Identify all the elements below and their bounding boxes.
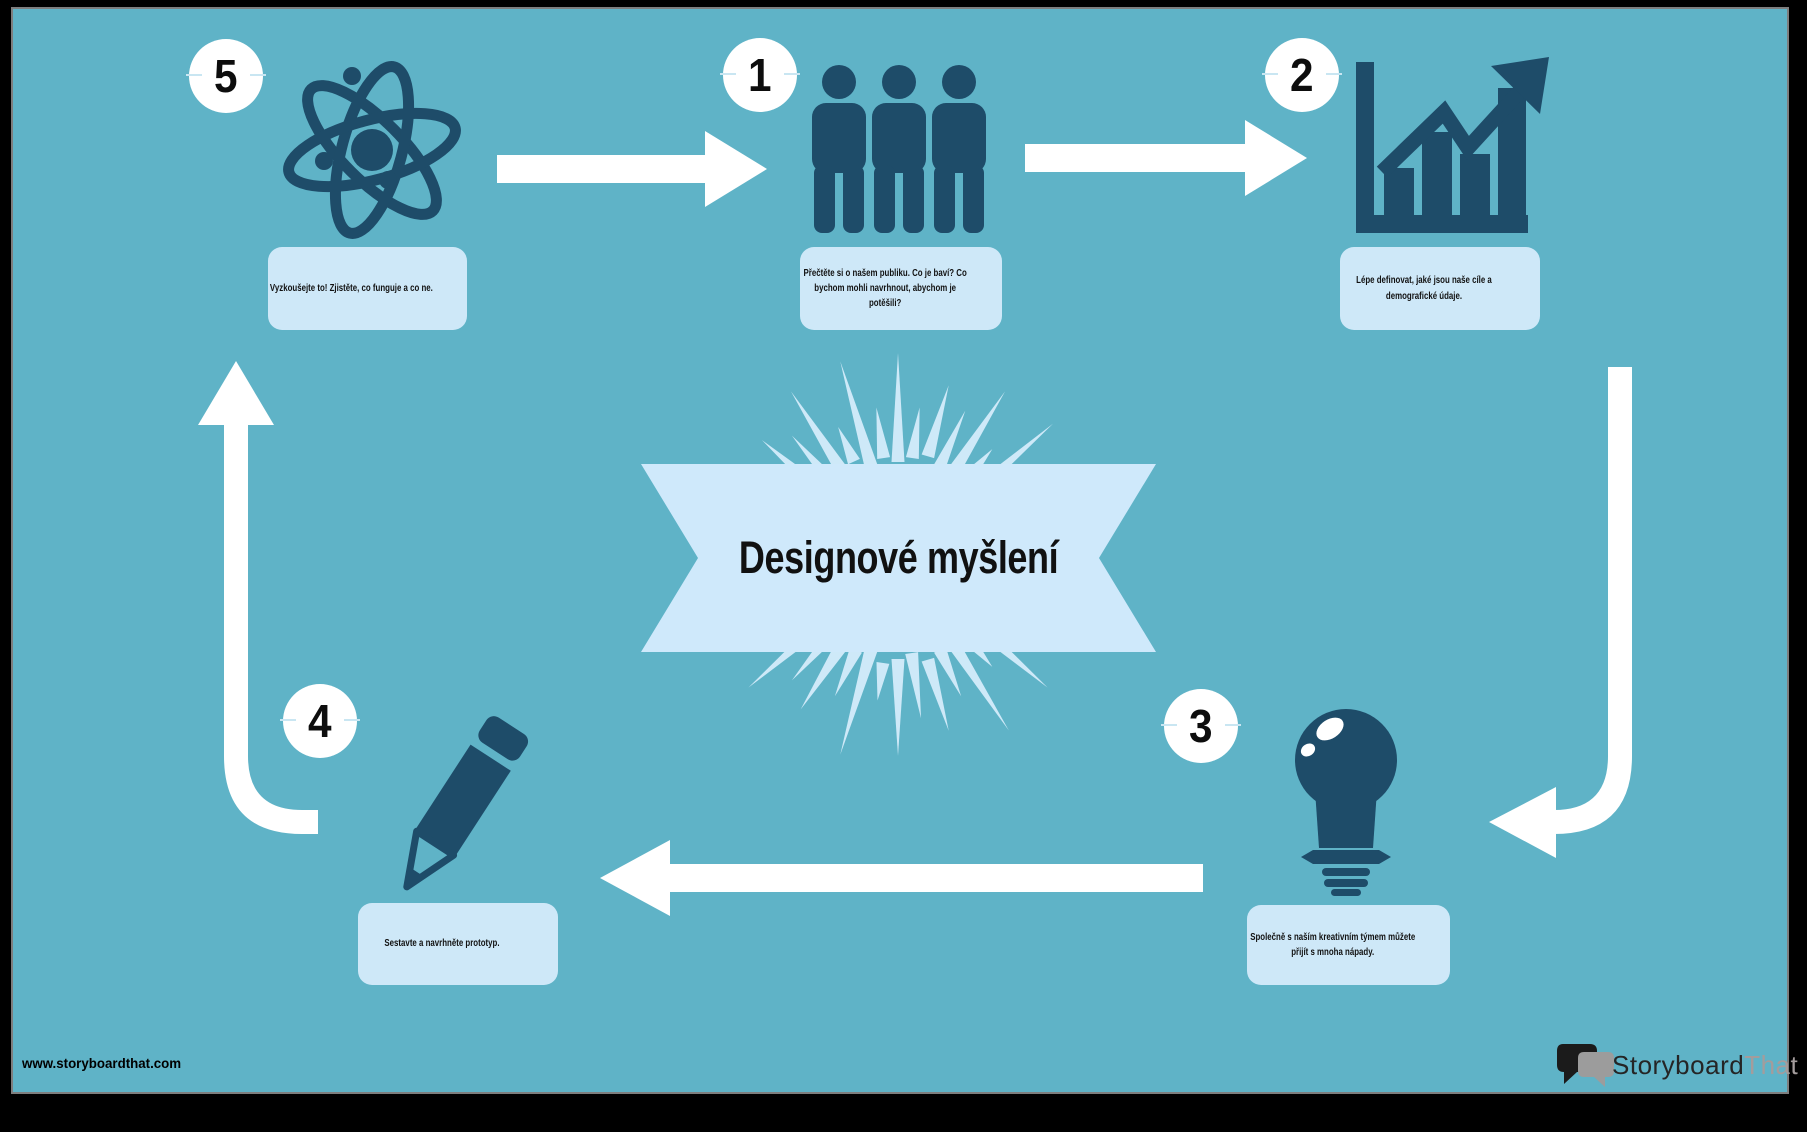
step-number: 3 xyxy=(1189,700,1213,752)
logo-text-that: That xyxy=(1744,1050,1799,1080)
step-number: 4 xyxy=(308,695,332,747)
step-description: Přečtěte si o našem publiku. Co je baví?… xyxy=(803,266,967,310)
step-description: Lépe definovat, jaké jsou naše cíle a de… xyxy=(1356,274,1492,302)
step-1-number-badge: 1 xyxy=(720,38,800,112)
step-4-description-box: Sestavte a navrhněte prototyp. xyxy=(358,903,558,985)
step-description: Společně s naším kreativním týmem můžete… xyxy=(1249,930,1415,958)
step-1-description-box: Přečtěte si o našem publiku. Co je baví?… xyxy=(800,247,1002,330)
title-banner: Designové myšlení xyxy=(641,464,1156,652)
storyboardthat-logo-text: StoryboardThat xyxy=(1612,1050,1798,1081)
step-3-description-box: Společně s naším kreativním týmem můžete… xyxy=(1247,905,1450,985)
step-2-description-box: Lépe definovat, jaké jsou naše cíle a de… xyxy=(1340,247,1540,330)
step-description: Sestavte a navrhněte prototyp. xyxy=(384,937,500,950)
step-5-number-badge: 5 xyxy=(186,39,266,113)
step-2-number-badge: 2 xyxy=(1262,38,1342,112)
poster-title: Designové myšlení xyxy=(738,532,1059,583)
step-5-description-box: Vyzkoušejte to! Zjistěte, co funguje a c… xyxy=(268,247,467,330)
step-number: 2 xyxy=(1290,49,1314,101)
step-4-number-badge: 4 xyxy=(280,684,360,758)
logo-text-storyboard: Storyboard xyxy=(1612,1050,1745,1080)
website-url: www.storyboardthat.com xyxy=(22,1055,182,1071)
step-description: Vyzkoušejte to! Zjistěte, co funguje a c… xyxy=(270,281,434,294)
step-3-number-badge: 3 xyxy=(1161,689,1241,763)
step-number: 5 xyxy=(214,50,238,102)
step-number: 1 xyxy=(748,49,772,101)
